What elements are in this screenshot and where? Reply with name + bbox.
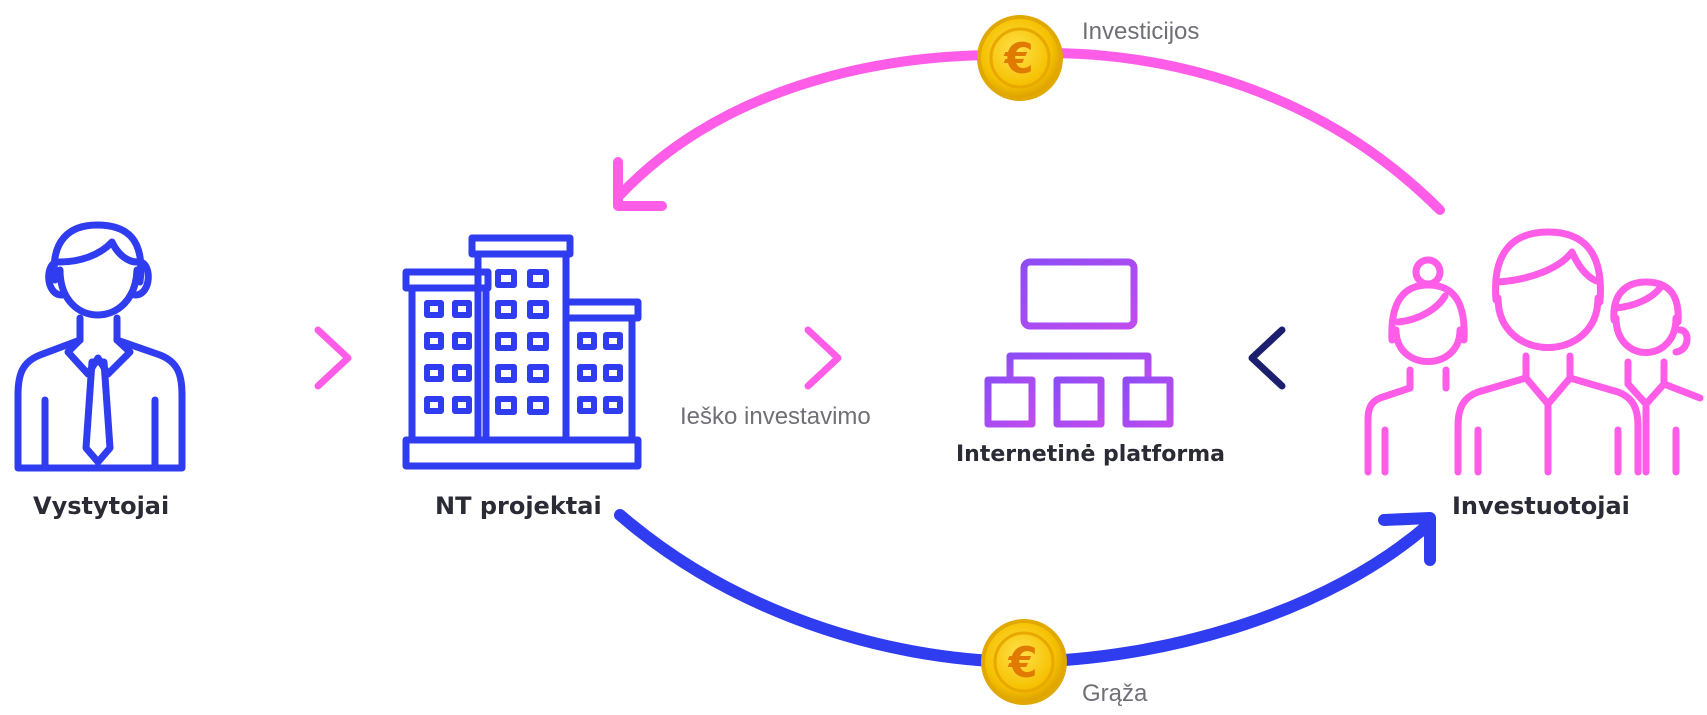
returns-label: Grąža	[1082, 680, 1148, 707]
building-icon	[402, 234, 642, 470]
svg-text:€: €	[1007, 638, 1037, 687]
seeking-investment-label: Ieško investavimo	[680, 403, 871, 430]
euro-coin-icon: €	[981, 619, 1067, 705]
investors-label: Investuotojai	[1452, 492, 1630, 520]
developer-person-icon	[14, 221, 186, 472]
arrow-right-icon	[760, 326, 842, 390]
arrow-left-icon	[1248, 326, 1332, 390]
arrowhead-icon	[1378, 512, 1436, 566]
svg-text:€: €	[1003, 34, 1033, 83]
developers-label: Vystytojai	[33, 492, 170, 520]
internet-platform-icon	[984, 258, 1174, 428]
euro-coin-icon: €	[977, 15, 1063, 101]
projects-label: NT projektai	[435, 492, 602, 520]
investments-label: Investicijos	[1082, 18, 1200, 45]
platform-label: Internetinė platforma	[956, 442, 1225, 467]
arrow-right-icon	[268, 326, 352, 390]
arrowhead-icon	[613, 157, 667, 211]
investors-group-icon	[1364, 228, 1704, 476]
